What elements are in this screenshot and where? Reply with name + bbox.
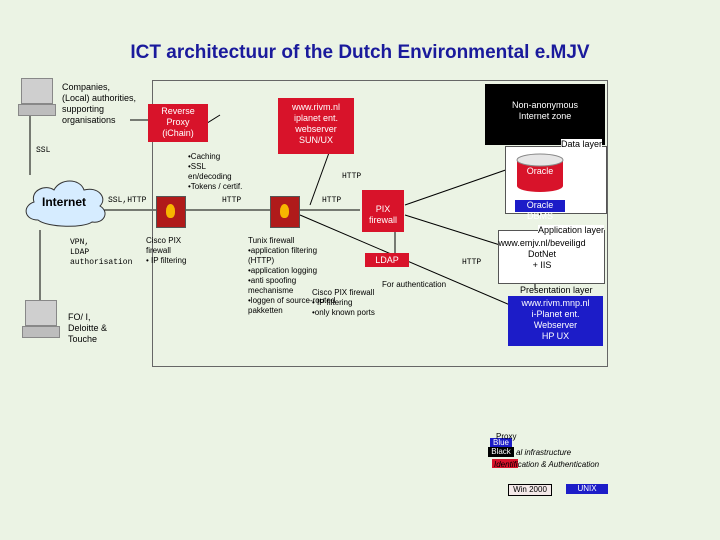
internet-label: Internet	[42, 195, 87, 209]
legend-unix-box: UNIX	[566, 484, 608, 494]
tunix-firewall-icon	[270, 196, 300, 228]
cisco-pix-firewall-notes: Cisco PIX firewall • IP filtering •only …	[312, 288, 375, 317]
ssl-http-label: SSL,HTTP	[108, 196, 147, 205]
rivm-webserver-box: www.rivm.nl iplanet ent. webserver SUN/U…	[278, 98, 354, 154]
tunix-firewall-notes: Tunix firewall •application filtering (H…	[248, 236, 336, 315]
oracle-label: Oracle	[526, 166, 554, 176]
application-layer-panel: Application layer	[498, 225, 605, 284]
clients-companies-label: Companies, (Local) authorities, supporti…	[62, 82, 137, 125]
presentation-layer-label: Presentation layer	[520, 285, 593, 295]
cisco-pix-notes: Cisco PIX firewall • IP filtering	[146, 236, 187, 265]
http-label-2: HTTP	[322, 196, 342, 205]
legend-black-text: al infrastructure	[516, 448, 572, 457]
http-label-3: HTTP	[342, 172, 362, 181]
caching-ssl-notes: •Caching •SSL en/decoding •Tokens / cert…	[188, 152, 243, 191]
vpn-ldap-label: VPN, LDAP authorisation	[70, 238, 133, 267]
legend: Blue Proxy Black al infrastructure Ident…	[482, 430, 622, 496]
oracle-database-icon	[516, 153, 564, 192]
data-layer-label: Data layer	[560, 139, 602, 150]
pix-firewall-box: PIX firewall	[362, 190, 404, 232]
non-anonymous-zone-outline	[152, 80, 608, 367]
page-title: ICT architectuur of the Dutch Environmen…	[130, 42, 590, 63]
ldap-box: LDAP	[365, 253, 409, 267]
app-server-text: www.emjv.nl/beveiligd DotNet + IIS	[498, 238, 586, 270]
application-layer-label: Application layer	[537, 225, 604, 235]
presentation-server-box: www.rivm.mnp.nl i-Planet ent. Webserver …	[508, 296, 603, 346]
non-anonymous-zone-box: Non-anonymous Internet zone	[485, 84, 605, 145]
legend-black-swatch: Black	[488, 447, 514, 457]
ssl-label: SSL	[36, 146, 51, 155]
legend-blue-swatch: Blue	[490, 438, 512, 447]
legend-blue-text: Proxy	[496, 432, 517, 441]
legend-win-box: Win 2000	[508, 484, 552, 496]
http-label-1: HTTP	[222, 196, 242, 205]
oracle-dbms-box: Oracle DBMS	[515, 200, 565, 221]
reverse-proxy-box: Reverse Proxy (iChain)	[148, 104, 208, 142]
foi-deloitte-label: FO/ I, Deloitte & Touche	[68, 312, 108, 344]
legend-red-text: Identification & Authentication	[494, 460, 600, 469]
legend-red-swatch	[492, 459, 518, 468]
internet-cloud-icon	[25, 180, 106, 227]
cisco-firewall-icon	[156, 196, 186, 228]
client-computer-icon	[18, 78, 56, 120]
foi-computer-icon	[22, 300, 60, 342]
http-label-4: HTTP	[462, 258, 482, 267]
for-authentication-label: For authentication	[382, 280, 447, 289]
